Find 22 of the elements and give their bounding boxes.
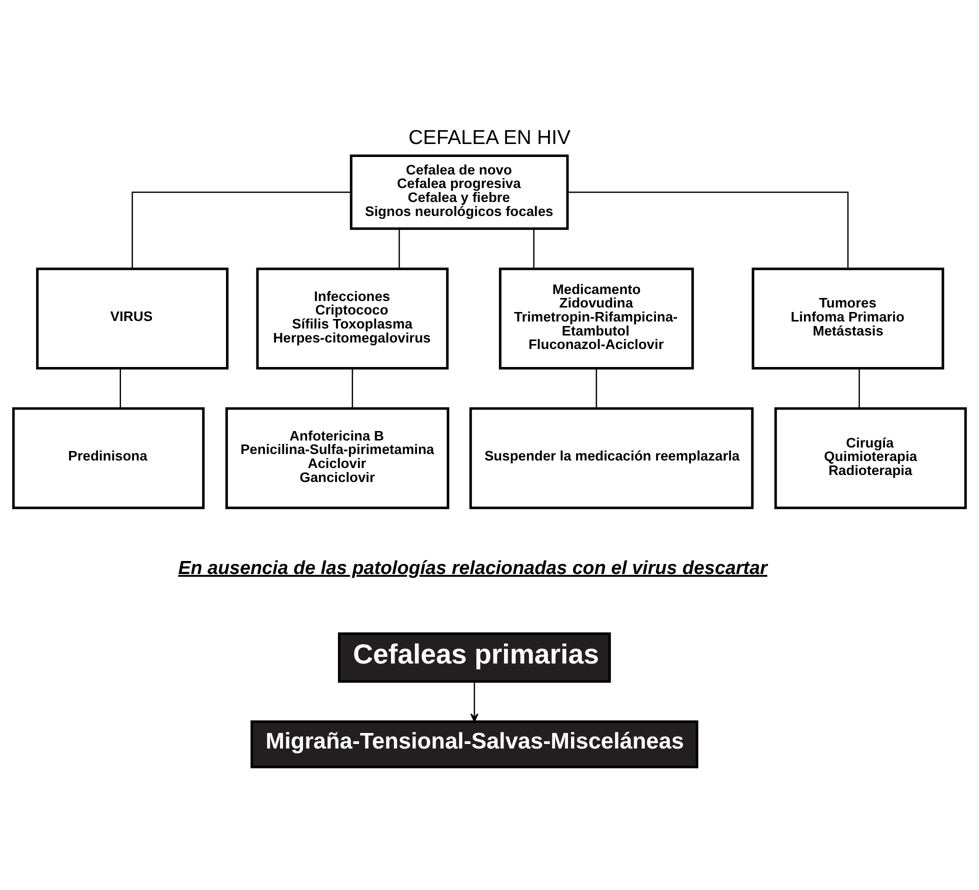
node-box: Tumores Linfoma Primario Metástasis bbox=[752, 268, 944, 370]
node-box: Predinisona bbox=[12, 407, 205, 510]
node-box: Cefalea de novo Cefalea progresiva Cefalea y fiebre Signos neurológicos focales bbox=[350, 154, 569, 230]
node-box: Cefaleas primarias bbox=[338, 632, 611, 683]
node-box: Infecciones Criptococo Sífilis Toxoplasma Herpes-citomegalovirus bbox=[256, 268, 449, 370]
connector bbox=[858, 368, 860, 408]
label: En ausencia de las patologías relacionadas con el virus descartar bbox=[178, 556, 768, 578]
connector bbox=[132, 192, 351, 269]
connector bbox=[596, 368, 598, 408]
connector bbox=[120, 368, 121, 408]
node-box: Medicamento Zidovudina Trimetropin-Rifampicina- Etambutol Fluconazol-Aciclovir bbox=[498, 268, 694, 370]
node-box: VIRUS bbox=[36, 268, 229, 370]
connector bbox=[398, 228, 400, 268]
node-box: Migraña-Tensional-Salvas-Misceláneas bbox=[250, 720, 698, 768]
node-box: Anfotericina B Penicilina-Sulfa-pirimetamina Aciclovir Ganciclovir bbox=[225, 407, 450, 510]
diagram-title: CEFALEA EN HIV bbox=[408, 127, 571, 150]
node-box: Cirugía Quimioterapia Radioterapia bbox=[774, 407, 967, 510]
connector bbox=[352, 368, 354, 408]
node-box: Suspender la medicación reemplazarla bbox=[469, 407, 754, 510]
connector bbox=[568, 192, 849, 269]
arrow bbox=[470, 682, 478, 722]
connector bbox=[533, 228, 534, 268]
